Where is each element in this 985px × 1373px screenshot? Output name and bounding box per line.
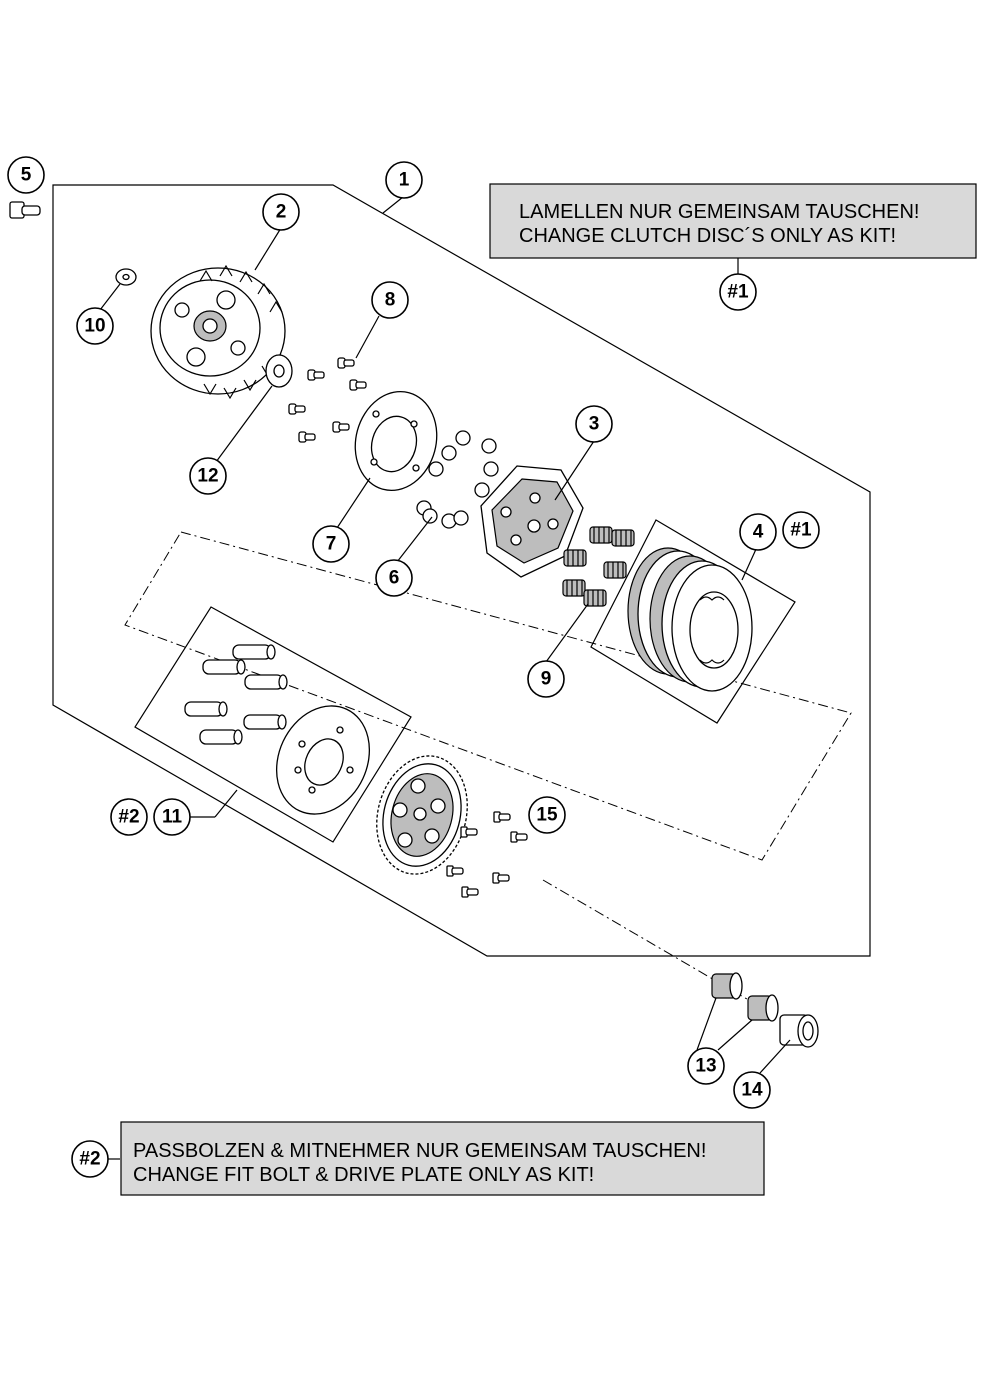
assembly-outline bbox=[52, 184, 871, 957]
bushing-14 bbox=[779, 1014, 819, 1048]
callout-8: 8 bbox=[371, 281, 409, 319]
plate-7 bbox=[354, 390, 438, 492]
thrust-washer-12 bbox=[265, 354, 293, 388]
callout-15: 15 bbox=[528, 796, 566, 834]
svg-text:9: 9 bbox=[541, 669, 552, 690]
callout-kit2-note: #2 bbox=[71, 1140, 109, 1178]
primary-gear bbox=[376, 755, 468, 875]
callout-1: 1 bbox=[385, 161, 423, 199]
svg-text:7: 7 bbox=[326, 534, 337, 555]
callout-3: 3 bbox=[575, 405, 613, 443]
svg-text:4: 4 bbox=[753, 522, 764, 543]
kit-box-11 bbox=[134, 606, 412, 843]
callout-12: 12 bbox=[189, 457, 227, 495]
callout-13: 13 bbox=[687, 1047, 725, 1085]
note-box-kit1: LAMELLEN NUR GEMEINSAM TAUSCHEN! CHANGE … bbox=[489, 183, 977, 259]
pressure-plate-3 bbox=[480, 465, 584, 578]
pins-8 bbox=[288, 357, 367, 443]
callout-2: 2 bbox=[262, 193, 300, 231]
callout-11: 11 bbox=[153, 798, 191, 836]
svg-text:13: 13 bbox=[695, 1056, 716, 1077]
svg-text:#2: #2 bbox=[79, 1149, 100, 1170]
washer-10 bbox=[115, 268, 137, 286]
note1-line1: LAMELLEN NUR GEMEINSAM TAUSCHEN! bbox=[519, 201, 919, 223]
callout-9: 9 bbox=[527, 660, 565, 698]
svg-text:#1: #1 bbox=[727, 282, 749, 303]
svg-text:1: 1 bbox=[399, 170, 410, 191]
springs-9 bbox=[562, 526, 635, 607]
clutch-discs-4 bbox=[627, 547, 753, 692]
callout-4: 4 bbox=[739, 513, 777, 551]
needle-bearings-13 bbox=[711, 972, 779, 1022]
leader-lines bbox=[99, 196, 791, 1160]
svg-text:12: 12 bbox=[197, 466, 218, 487]
callout-kit1-disc: #1 bbox=[782, 511, 820, 549]
svg-text:#1: #1 bbox=[790, 520, 812, 541]
svg-text:2: 2 bbox=[276, 202, 287, 223]
callout-6: 6 bbox=[375, 559, 413, 597]
callout-kit1-note: #1 bbox=[719, 273, 757, 311]
callout-5: 5 bbox=[7, 156, 45, 194]
svg-text:8: 8 bbox=[385, 290, 396, 311]
note2-line1: PASSBOLZEN & MITNEHMER NUR GEMEINSAM TAU… bbox=[133, 1140, 706, 1162]
kit-box-4 bbox=[590, 519, 796, 724]
subassembly-dashed-outline bbox=[124, 531, 852, 861]
callout-14: 14 bbox=[733, 1071, 771, 1109]
svg-text:3: 3 bbox=[589, 414, 600, 435]
callout-10: 10 bbox=[76, 307, 114, 345]
screws-15 bbox=[446, 811, 528, 898]
svg-text:11: 11 bbox=[162, 807, 183, 828]
svg-text:14: 14 bbox=[741, 1080, 763, 1101]
balls-6 bbox=[416, 430, 499, 529]
note2-line2: CHANGE FIT BOLT & DRIVE PLATE ONLY AS KI… bbox=[133, 1164, 594, 1186]
clutch-basket-2 bbox=[150, 264, 286, 400]
svg-text:10: 10 bbox=[84, 316, 105, 337]
svg-text:15: 15 bbox=[536, 805, 558, 826]
callout-kit2-bolt: #2 bbox=[110, 798, 148, 836]
drive-plate-11 bbox=[275, 705, 371, 815]
fit-bolts-11 bbox=[184, 644, 288, 745]
svg-text:6: 6 bbox=[389, 568, 400, 589]
svg-text:5: 5 bbox=[21, 165, 32, 186]
callout-7: 7 bbox=[312, 525, 350, 563]
bolt-5 bbox=[9, 201, 41, 219]
note1-line2: CHANGE CLUTCH DISC´S ONLY AS KIT! bbox=[519, 225, 896, 247]
svg-text:#2: #2 bbox=[118, 807, 139, 828]
note-box-kit2: PASSBOLZEN & MITNEHMER NUR GEMEINSAM TAU… bbox=[120, 1121, 765, 1196]
